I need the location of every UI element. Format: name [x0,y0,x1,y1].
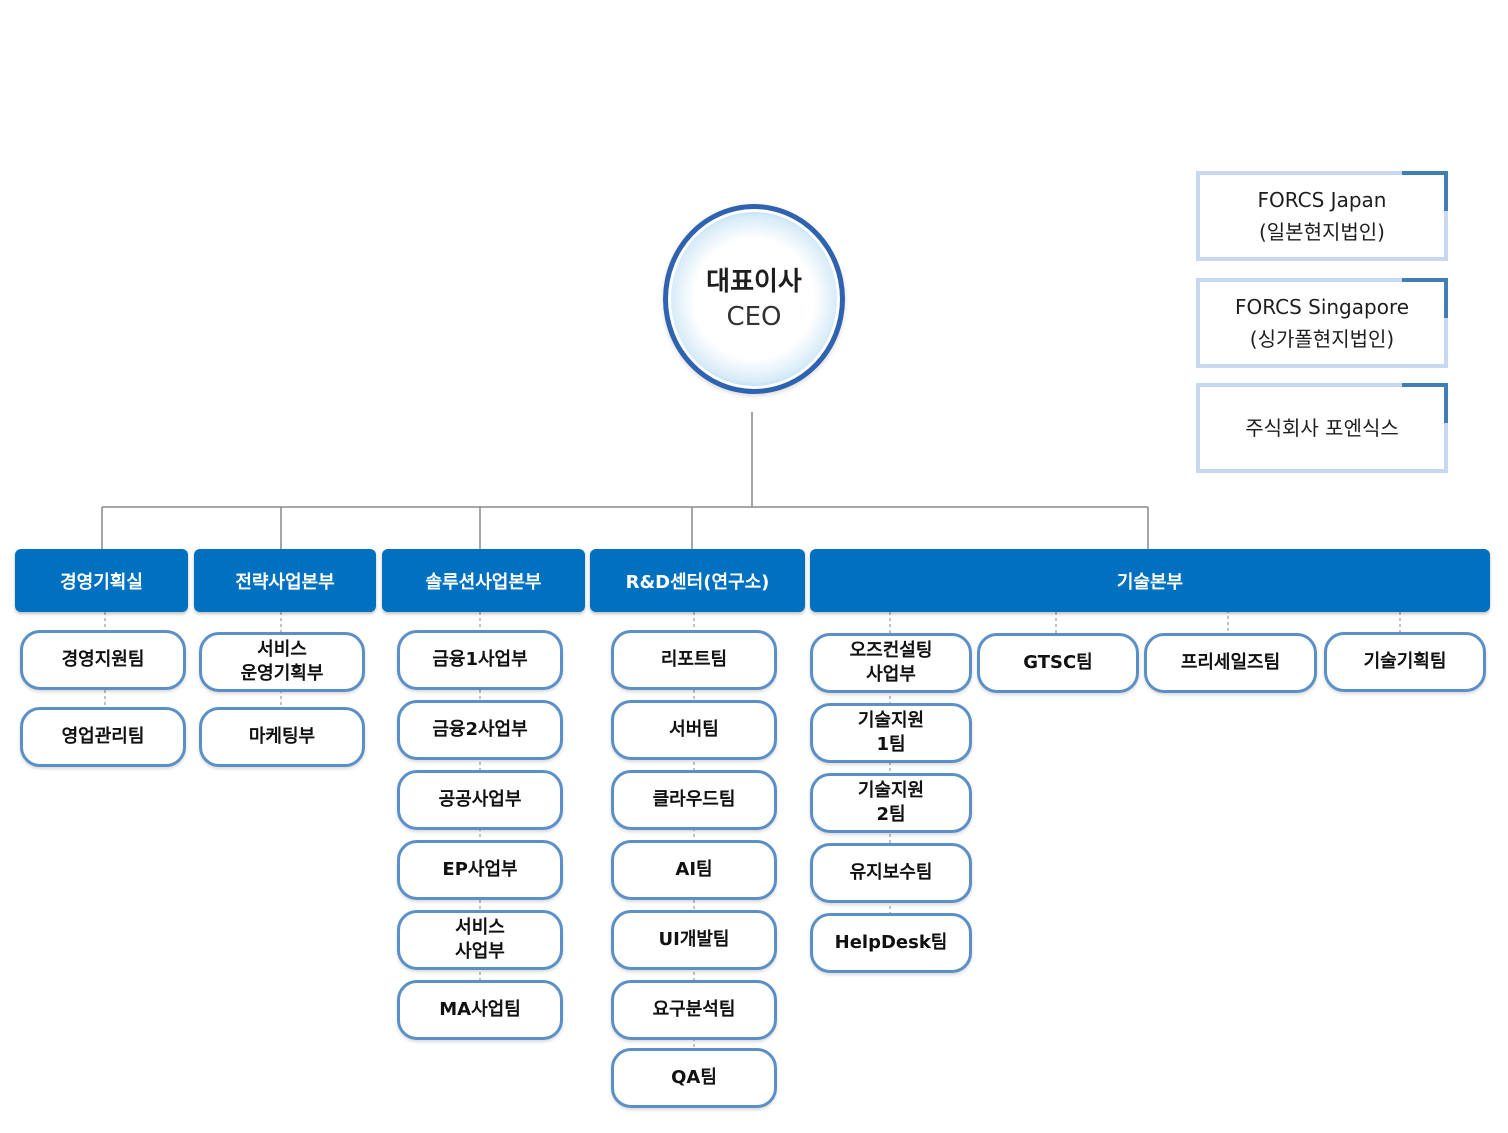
team-node: 유지보수팀 [810,843,972,903]
team-node: 오즈컨설팅 사업부 [810,633,972,693]
corner-accent [1402,383,1448,423]
team-node: UI개발팀 [611,910,777,970]
dept-rnd-center: R&D센터(연구소) [590,549,805,612]
team-node: 요구분석팀 [611,980,777,1040]
team-node: 기술지원 2팀 [810,773,972,833]
dept-strategy-business: 전략사업본부 [194,549,376,612]
subsidiary-singapore: FORCS Singapore (싱가폴현지법인) [1196,278,1448,368]
team-node: 기술기획팀 [1324,632,1486,692]
dept-technology: 기술본부 [810,549,1490,612]
team-node: 클라우드팀 [611,770,777,830]
team-node: 기술지원 1팀 [810,703,972,763]
team-node: 영업관리팀 [20,707,186,767]
subsidiary-label: FORCS Japan (일본현지법인) [1257,188,1387,244]
team-node: QA팀 [611,1048,777,1108]
team-node: EP사업부 [397,840,563,900]
team-node: 경영지원팀 [20,630,186,690]
team-node: 서비스 운영기획부 [199,632,365,692]
team-node: 금융2사업부 [397,700,563,760]
team-node: 서비스 사업부 [397,910,563,970]
team-node: 서버팀 [611,700,777,760]
corner-accent [1402,278,1448,318]
dept-solution-business: 솔루션사업본부 [382,549,585,612]
corner-accent [1402,171,1448,211]
team-node: 리포트팀 [611,630,777,690]
ceo-title-ko: 대표이사 [706,267,802,297]
dept-management-planning: 경영기획실 [15,549,188,612]
ceo-node: 대표이사 CEO [663,204,845,394]
team-node: GTSC팀 [977,633,1139,693]
team-node: 마케팅부 [199,707,365,767]
subsidiary-japan: FORCS Japan (일본현지법인) [1196,171,1448,261]
subsidiary-label: FORCS Singapore (싱가폴현지법인) [1234,295,1410,351]
team-node: 공공사업부 [397,770,563,830]
team-node: AI팀 [611,840,777,900]
team-node: 프리세일즈팀 [1144,633,1317,693]
team-node: HelpDesk팀 [810,913,972,973]
ceo-title-en: CEO [726,302,782,332]
team-node: 금융1사업부 [397,630,563,690]
team-node: MA사업팀 [397,980,563,1040]
subsidiary-4nsix: 주식회사 포엔식스 [1196,383,1448,473]
subsidiary-label: 주식회사 포엔식스 [1245,416,1399,440]
